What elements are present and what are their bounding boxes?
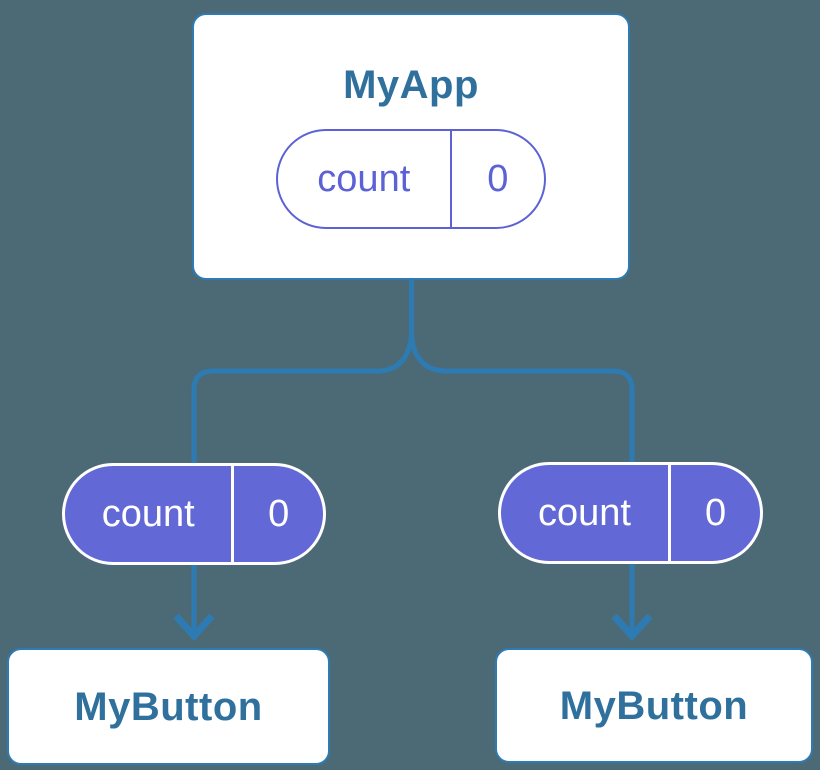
left-state-value: 0 (268, 492, 290, 535)
left-branch-connector (191, 329, 414, 632)
left-state-name: count (101, 492, 195, 535)
pill-divider (449, 131, 452, 227)
left-mybutton-title: MyButton (74, 684, 263, 729)
left-state-pill: count 0 (62, 463, 326, 565)
right-state-name: count (538, 491, 631, 534)
right-branch-connector (409, 329, 635, 632)
right-arrow-icon (611, 613, 653, 642)
right-mybutton-title: MyButton (559, 683, 749, 728)
root-state-pill: count 0 (276, 129, 546, 229)
pill-divider (231, 466, 235, 562)
myapp-title: MyApp (343, 63, 479, 107)
root-state-value: 0 (487, 157, 509, 200)
myapp-card: MyApp count 0 (192, 13, 630, 280)
pill-divider (668, 465, 672, 561)
right-state-pill: count 0 (498, 462, 763, 564)
right-state-value: 0 (704, 491, 727, 534)
right-mybutton-card: MyButton (495, 648, 813, 763)
left-mybutton-card: MyButton (7, 648, 330, 765)
root-state-name: count (317, 157, 411, 200)
left-arrow-icon (173, 613, 215, 642)
